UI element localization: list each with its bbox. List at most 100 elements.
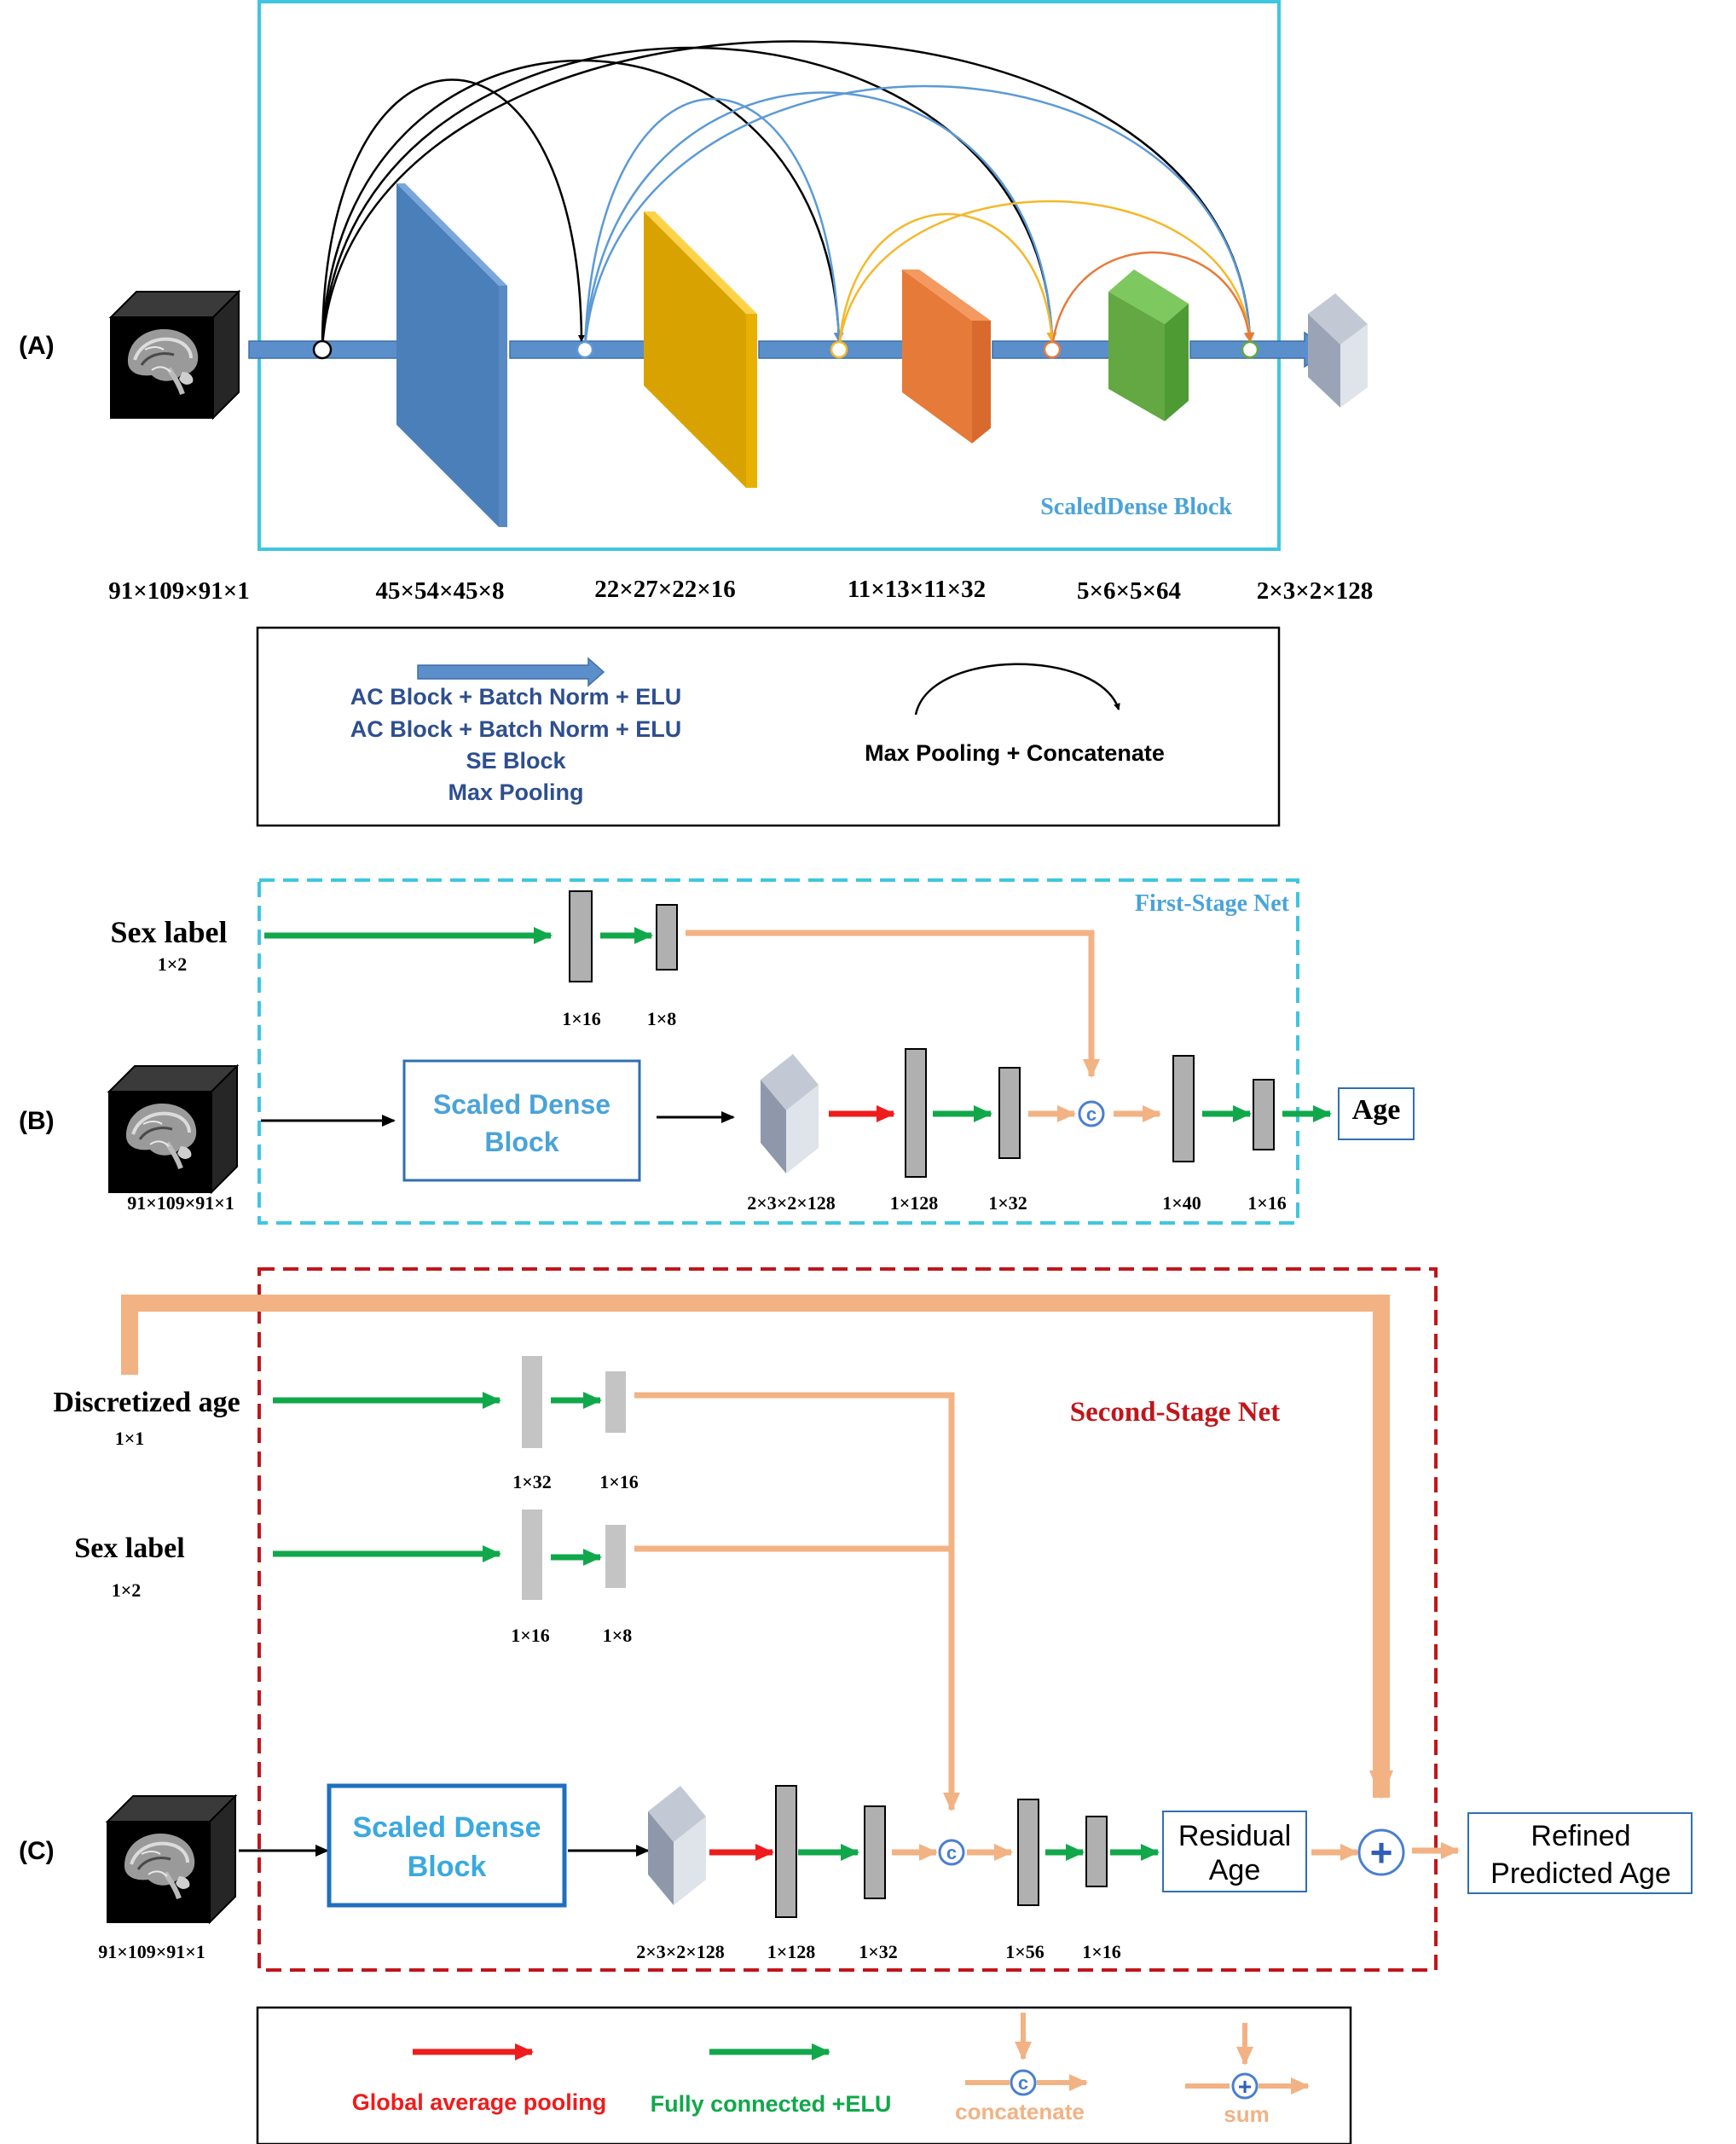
c-concat-symbol: c — [946, 1842, 957, 1863]
panel-b-label: (B) — [19, 1107, 55, 1135]
c-sex-fc8 — [605, 1525, 626, 1588]
b-fc40 — [1172, 1055, 1195, 1162]
input-mri-volume — [111, 292, 239, 418]
c-fc128 — [775, 1785, 797, 1918]
second-stage-net-title: Second-Stage Net — [1070, 1397, 1281, 1428]
legend-sum-label: sum — [1224, 2101, 1269, 2127]
b-feature-cube — [761, 1054, 819, 1173]
legend-gap-label: Global average pooling — [352, 2089, 607, 2115]
c-disc-fc32 — [522, 1356, 542, 1448]
c-disc-to-concat-line — [634, 1392, 960, 1811]
c-feature-cube — [648, 1786, 706, 1905]
skip-junction-nodes — [312, 339, 1259, 360]
c-disc-fc16 — [605, 1371, 626, 1433]
legend-fc-label: Fully connected +ELU — [651, 2091, 892, 2117]
c-output-line1: Refined — [1531, 1820, 1630, 1852]
c-dim-fc16: 1×16 — [1082, 1941, 1121, 1962]
c-input-mri — [107, 1796, 235, 1922]
c-block-line2: Block — [408, 1851, 487, 1883]
dim-stage3: 11×13×11×32 — [848, 576, 986, 603]
dim-input: 91×109×91×1 — [108, 577, 250, 605]
b-fc128 — [905, 1048, 927, 1178]
c-concat-node — [938, 1839, 965, 1866]
second-stage-net-frame — [258, 1267, 1438, 1972]
feature-map-64 — [1108, 269, 1189, 421]
c-fc56 — [1017, 1799, 1039, 1906]
c-discretized-age-dim: 1×1 — [115, 1428, 145, 1449]
legend-sum-symbol: + — [1238, 2073, 1252, 2100]
b-dim-feature: 2×3×2×128 — [747, 1192, 836, 1214]
dim-stage2: 22×27×22×16 — [594, 576, 736, 603]
legend-arrow-line-1: AC Block + Batch Norm + ELU — [350, 684, 682, 710]
dim-stage1: 45×54×45×8 — [375, 577, 504, 605]
panel-a-label: (A) — [19, 332, 55, 360]
c-residual-line2: Age — [1209, 1854, 1261, 1886]
legend-stage-arrow — [417, 657, 605, 687]
c-fc32 — [864, 1805, 886, 1899]
c-refined-age-output — [1467, 1812, 1693, 1894]
feature-map-8 — [396, 183, 507, 527]
legend-curve-label: Max Pooling + Concatenate — [865, 740, 1165, 766]
legend-concat-node — [1010, 2069, 1037, 2096]
b-dim-sex16: 1×16 — [562, 1008, 601, 1029]
legend-arrow-line-2: AC Block + Batch Norm + ELU — [350, 716, 682, 742]
c-residual-age-box — [1162, 1811, 1307, 1892]
c-dim-sex8: 1×8 — [603, 1625, 633, 1646]
c-dim-sex16: 1×16 — [511, 1625, 550, 1646]
b-concat-node — [1078, 1100, 1105, 1127]
dense-skip-connections — [321, 40, 1255, 349]
b-input-mri — [109, 1066, 237, 1192]
b-age-output — [1338, 1087, 1415, 1140]
c-dim-disc16: 1×16 — [599, 1471, 639, 1492]
b-block-line2: Block — [484, 1127, 558, 1157]
c-output-line2: Predicted Age — [1490, 1857, 1671, 1890]
feature-map-128 — [1308, 293, 1368, 408]
first-stage-net-frame — [258, 878, 1299, 1225]
legend-arrow-line-3: SE Block — [466, 748, 566, 774]
legend-curve-arrow — [914, 663, 1120, 716]
c-discretized-age-skip-line — [121, 1295, 1393, 1799]
legend-concat-label: concatenate — [955, 2099, 1085, 2124]
c-sum-symbol: + — [1370, 1830, 1393, 1875]
c-dim-feature: 2×3×2×128 — [636, 1941, 725, 1962]
feature-map-32 — [902, 269, 991, 443]
c-discretized-age-label: Discretized age — [53, 1387, 240, 1418]
b-sex-label: Sex label — [110, 915, 227, 949]
b-sex-to-concat-line — [686, 930, 1100, 1078]
b-input-dim: 91×109×91×1 — [127, 1192, 234, 1214]
c-scaled-dense-block — [327, 1783, 567, 1908]
c-sex-label: Sex label — [74, 1533, 184, 1564]
c-block-line1: Scaled Dense — [352, 1811, 541, 1844]
b-scaled-dense-block — [402, 1059, 641, 1182]
c-sex-dim: 1×2 — [112, 1579, 142, 1601]
b-sex-fc8 — [656, 904, 678, 971]
legend-sum-node — [1231, 2072, 1259, 2100]
b-age-label: Age — [1352, 1094, 1401, 1126]
c-input-dim: 91×109×91×1 — [98, 1941, 205, 1962]
dim-stage4: 5×6×5×64 — [1077, 577, 1181, 605]
c-sex-fc16 — [522, 1509, 542, 1600]
c-dim-fc32: 1×32 — [859, 1941, 898, 1962]
c-dim-disc32: 1×32 — [512, 1471, 552, 1492]
c-fc16 — [1085, 1816, 1108, 1887]
b-concat-symbol: c — [1086, 1104, 1097, 1125]
legend-concat-symbol: c — [1018, 2072, 1028, 2094]
c-residual-line1: Residual — [1178, 1820, 1291, 1852]
b-dim-fc40: 1×40 — [1162, 1192, 1201, 1214]
b-block-line1: Scaled Dense — [433, 1089, 610, 1120]
b-sex-fc16 — [569, 890, 593, 982]
b-fc32 — [998, 1067, 1021, 1159]
b-dim-sex8: 1×8 — [647, 1008, 677, 1029]
first-stage-net-title: First-Stage Net — [1135, 890, 1290, 917]
feature-map-16 — [644, 212, 757, 488]
scaled-dense-block-title: ScaledDense Block — [1040, 494, 1232, 520]
legend-a-frame — [256, 626, 1281, 827]
b-sex-dim: 1×2 — [158, 953, 188, 975]
b-fc16 — [1253, 1079, 1275, 1150]
b-dim-fc16: 1×16 — [1247, 1192, 1287, 1214]
legend-bottom-frame — [256, 2006, 1352, 2144]
b-dim-fc128: 1×128 — [890, 1192, 939, 1214]
c-dim-fc128: 1×128 — [767, 1941, 816, 1962]
panel-c-label: (C) — [19, 1837, 55, 1865]
